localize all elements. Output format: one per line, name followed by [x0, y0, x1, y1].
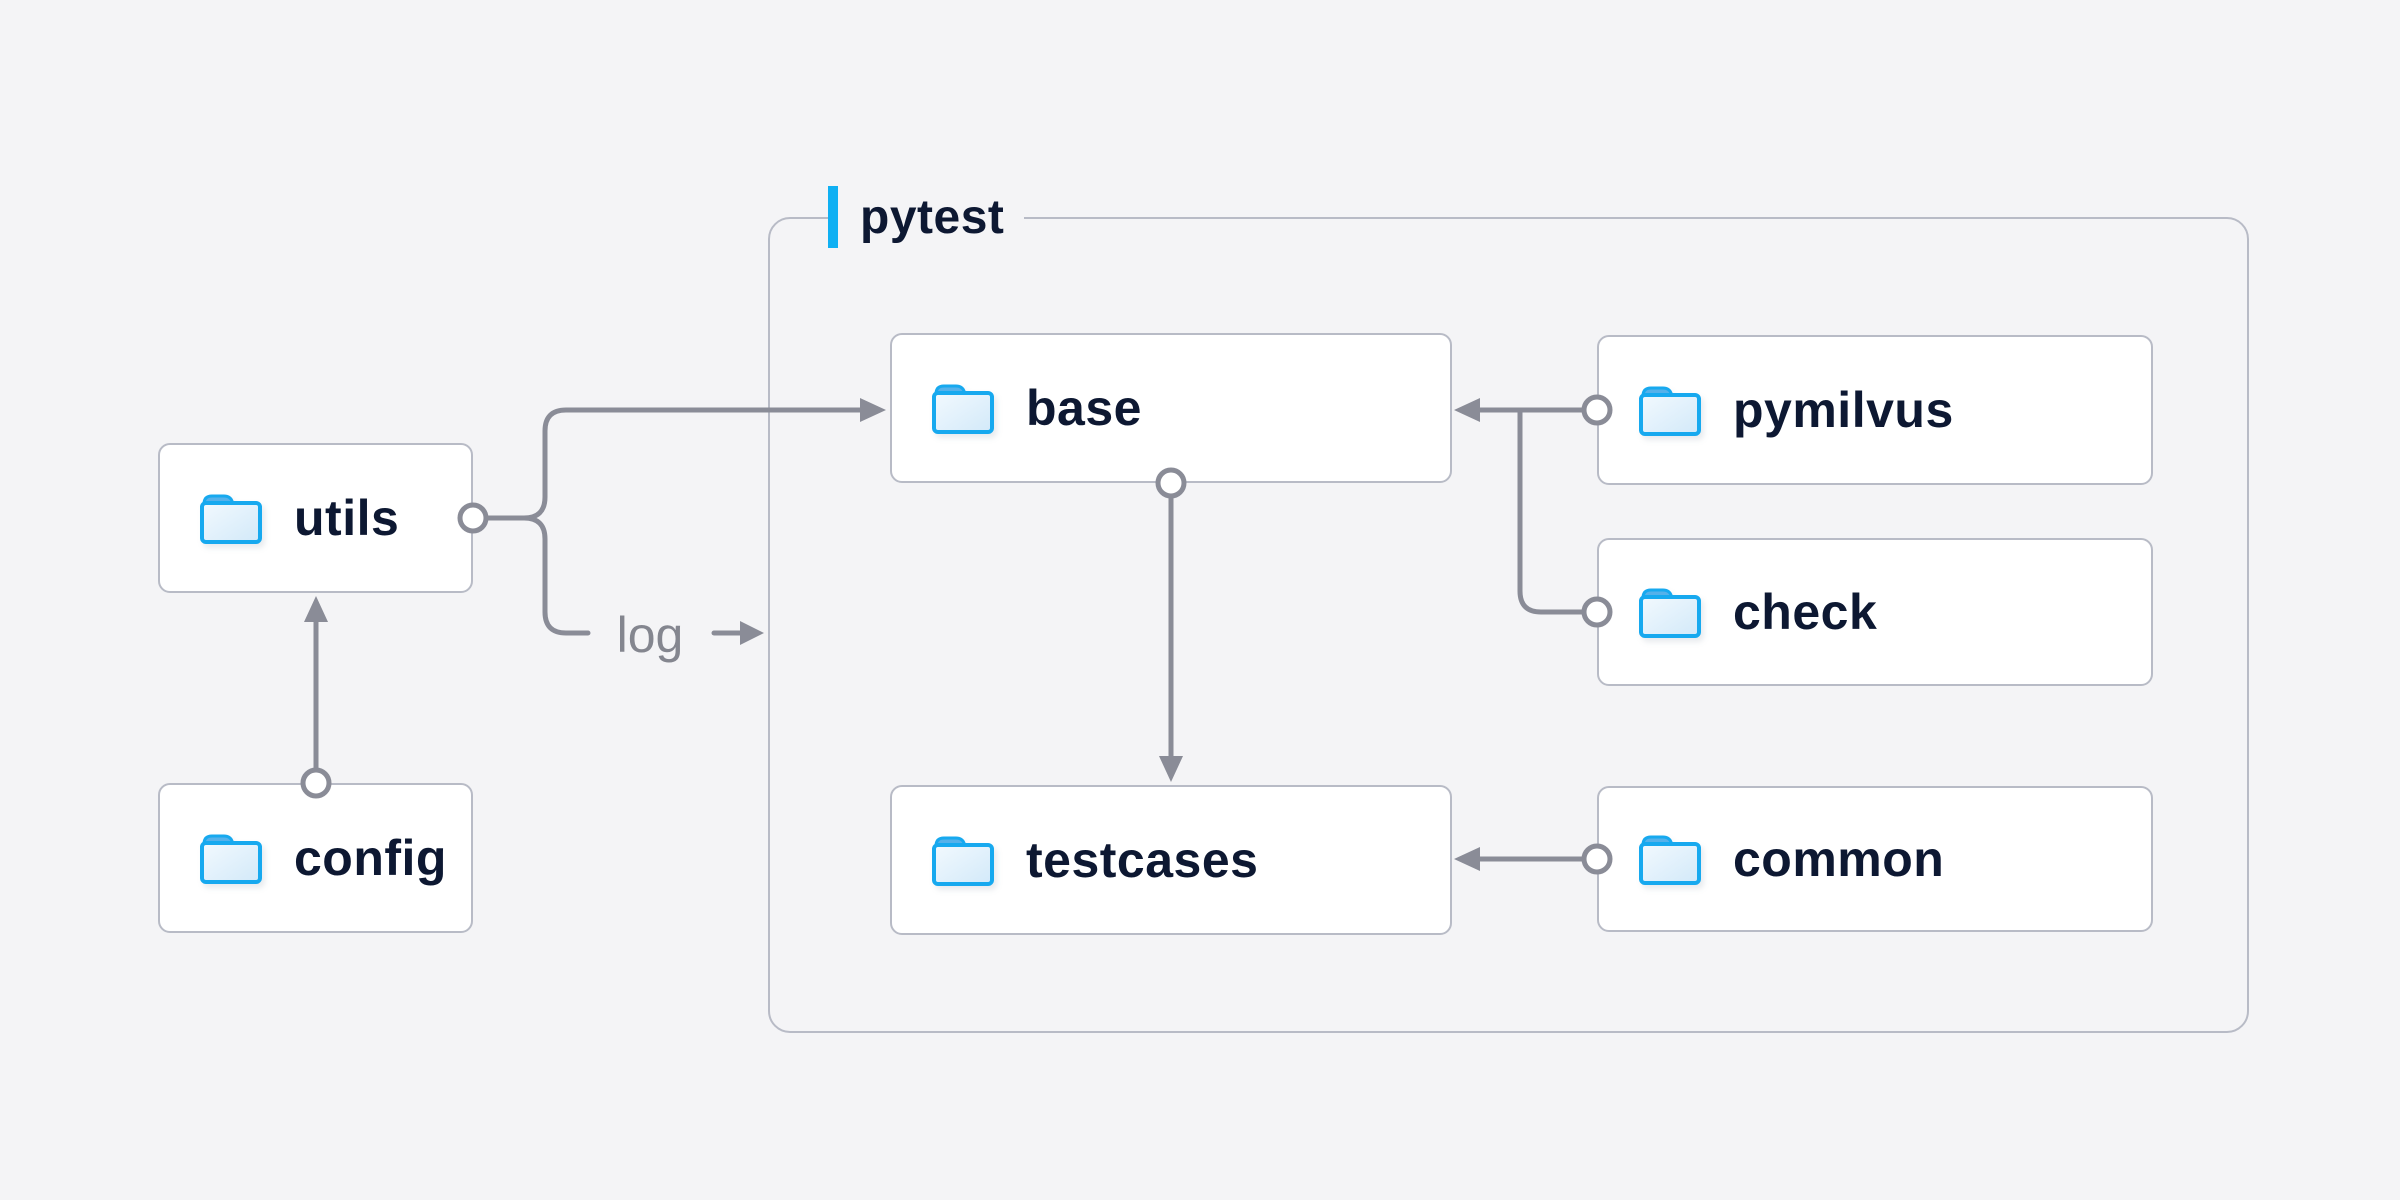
node-utils[interactable]: utils [158, 443, 473, 593]
folder-icon [1637, 832, 1703, 886]
node-config[interactable]: config [158, 783, 473, 933]
edge-label-log: log [616, 607, 684, 663]
node-base[interactable]: base [890, 333, 1452, 483]
pytest-group-title: pytest [860, 190, 1005, 244]
folder-icon [930, 381, 996, 435]
accent-bar-icon [828, 186, 838, 248]
folder-icon [198, 831, 264, 885]
node-label: common [1733, 831, 1945, 887]
folder-icon [198, 491, 264, 545]
pytest-group-frame [768, 217, 2249, 1033]
node-label: utils [294, 490, 400, 546]
node-label: pymilvus [1733, 382, 1954, 438]
node-label: config [294, 830, 447, 886]
pytest-group-label: pytest [828, 186, 1025, 248]
node-common[interactable]: common [1597, 786, 2153, 932]
arrow-up-icon [304, 596, 328, 622]
node-label: testcases [1026, 832, 1259, 888]
folder-icon [1637, 585, 1703, 639]
folder-icon [1637, 383, 1703, 437]
node-label: base [1026, 380, 1142, 436]
node-pymilvus[interactable]: pymilvus [1597, 335, 2153, 485]
arrow-right-icon [740, 621, 764, 645]
folder-icon [930, 833, 996, 887]
node-testcases[interactable]: testcases [890, 785, 1452, 935]
node-check[interactable]: check [1597, 538, 2153, 686]
edge-utils-log [521, 515, 591, 636]
node-label: check [1733, 584, 1878, 640]
